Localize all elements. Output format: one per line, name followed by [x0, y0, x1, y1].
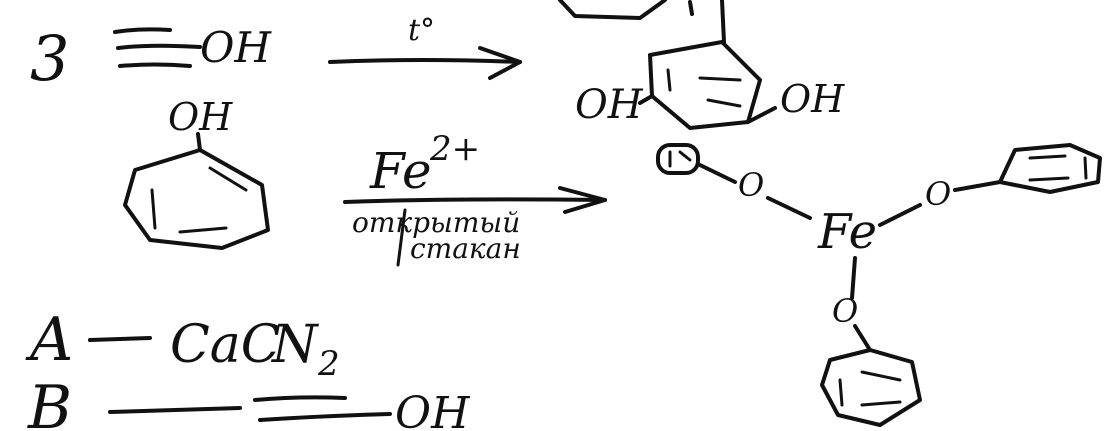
answer-b-label: B — [27, 373, 72, 431]
triple-bond — [113, 27, 202, 68]
phenol-oh-bond — [196, 132, 202, 152]
bond-fe-o-right — [878, 203, 922, 227]
top-ring-partial — [558, 0, 694, 20]
reaction-2: OH Fe 2+ открытый стакан — [123, 95, 607, 267]
reaction-1: 3 OH t° — [30, 13, 522, 95]
answer-b-dash — [108, 406, 242, 414]
answer-a-nitrogen: N — [270, 315, 319, 375]
answer-b-oh: OH — [395, 388, 471, 431]
product-trihydroxy: OH OH — [558, 0, 845, 130]
phenol-oh-label: OH — [168, 95, 233, 139]
answer-b-double-bond — [253, 395, 392, 422]
answer-a-subscript: 2 — [317, 344, 340, 384]
hydroxyl-label: OH — [200, 23, 272, 72]
bond-oh-left — [638, 94, 654, 105]
answer-a-label: A — [25, 305, 73, 375]
bond-o-fe-left — [766, 196, 812, 220]
reagent-charge: 2+ — [429, 129, 480, 169]
condition-temperature: t° — [408, 13, 435, 48]
product-ring-1 — [648, 40, 762, 130]
condition-open-beaker-2: стакан — [410, 232, 521, 265]
coefficient-3: 3 — [30, 22, 69, 95]
oxygen-left: O — [738, 166, 764, 204]
condition-open-beaker-1: открытый — [352, 206, 520, 239]
answer-a-formula: CaC — [170, 315, 281, 375]
phenyl-small-left — [656, 143, 700, 175]
reagent-iron: Fe — [369, 142, 432, 200]
product-iron-phenoxide: O Fe O O — [656, 143, 1102, 427]
bond-o-ph-right — [953, 180, 1002, 192]
oxygen-right: O — [925, 175, 951, 213]
phenol-ring — [123, 148, 270, 250]
product-oh-right: OH — [780, 77, 845, 121]
bond-ph-o-left — [698, 163, 737, 184]
answers: A CaC N 2 B OH — [25, 305, 471, 431]
product-oh-left: OH — [575, 82, 644, 128]
bond-o-ph-bottom — [853, 324, 872, 352]
phenyl-right — [998, 143, 1102, 194]
condition-stroke — [396, 208, 407, 267]
iron-center: Fe — [817, 204, 877, 260]
top-bond — [720, 0, 726, 44]
reaction-arrow-1 — [328, 46, 522, 80]
reaction-arrow-2 — [343, 186, 607, 214]
bond-fe-o-bottom — [850, 256, 857, 300]
oxygen-bottom: O — [832, 292, 858, 330]
bond-oh-right — [746, 106, 777, 124]
phenyl-bottom — [820, 348, 922, 427]
answer-a-dash — [88, 336, 152, 342]
